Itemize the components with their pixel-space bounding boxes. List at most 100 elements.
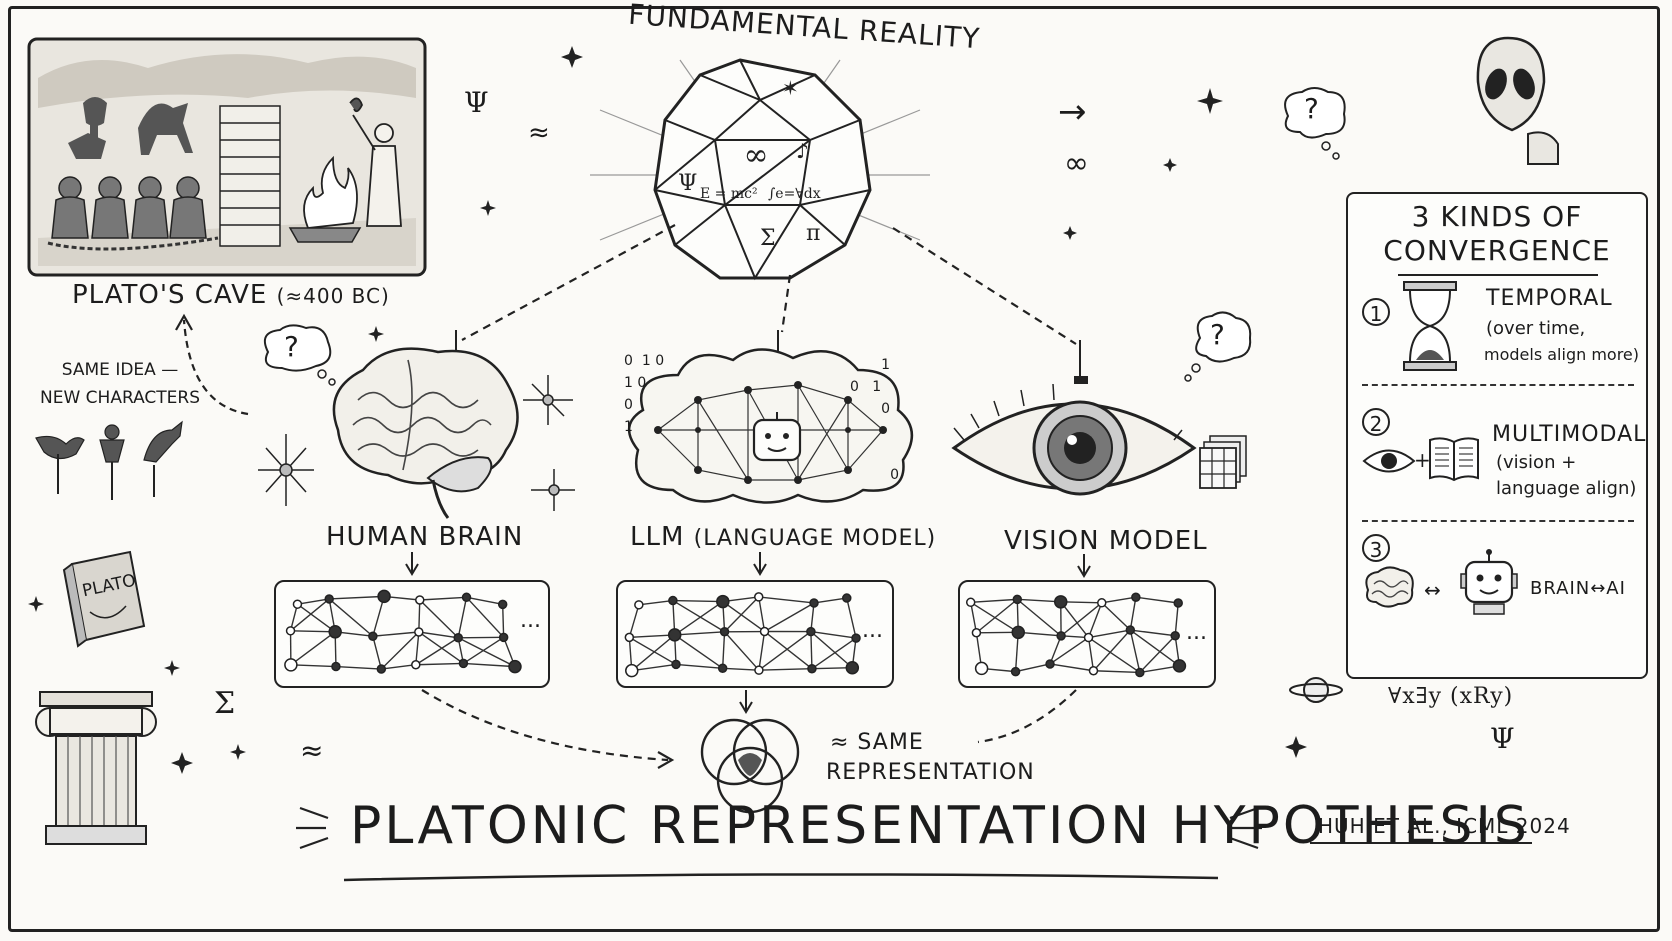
network-edge (466, 596, 503, 606)
reality-polyhedron: ∞ Ψ E = mc² ∫e=∀dx Σ π ♪ ✶ (590, 58, 930, 281)
network-edge (811, 637, 857, 670)
network-edge (810, 631, 813, 669)
network-node (1170, 630, 1180, 641)
llm-label: LLM (LANGUAGE MODEL) (630, 522, 936, 552)
network-edge (758, 668, 812, 671)
question-mark-left: ? (284, 330, 300, 363)
network-node (754, 665, 764, 675)
same-rep-line1: ≈ SAME (830, 730, 924, 755)
brain-network-graph (284, 589, 522, 674)
network-edge (628, 604, 640, 638)
network-node (634, 600, 644, 610)
network-edge (335, 665, 382, 670)
network-node (842, 593, 852, 603)
network-node (1135, 667, 1145, 678)
same-rep-line2: REPRESENTATION (826, 760, 1035, 785)
side-note-line2: NEW CHARACTERS (40, 388, 201, 408)
binary-digit: 0 (655, 353, 665, 369)
infinity-symbol-right: ∞ (1064, 146, 1090, 181)
network-node (328, 625, 342, 639)
network-edge (631, 634, 676, 672)
convergence-title-underline (1398, 274, 1598, 276)
network-edge (628, 636, 677, 666)
cave-caption: PLATO'S CAVE (≈400 BC) (72, 280, 390, 310)
network-node (376, 664, 387, 674)
network-node (498, 632, 509, 643)
network-edge (418, 599, 421, 633)
network-node (497, 599, 508, 610)
network-edge (418, 631, 464, 664)
network-edge (290, 631, 336, 666)
cave-date: (≈400 BC) (276, 284, 390, 308)
binary-digits-left: 0 1 0 1 0 0 1 (624, 350, 694, 438)
network-edge (457, 637, 516, 668)
item-sub-2a: (vision + (1496, 452, 1577, 473)
network-node (851, 633, 861, 643)
binary-digit: 1 (641, 353, 651, 369)
network-edge (1139, 635, 1176, 673)
side-note-line1: SAME IDEA — (61, 360, 179, 380)
network-edge (672, 599, 723, 603)
thought-bubble-right (1184, 311, 1252, 382)
network-node (806, 626, 816, 637)
network-edge (722, 601, 765, 633)
network-node (971, 628, 982, 638)
alien-icon (1476, 36, 1559, 165)
network-edge (1092, 629, 1131, 672)
network-edge (724, 631, 760, 671)
network-node (717, 663, 728, 674)
network-edge (674, 601, 724, 636)
network-node (1097, 598, 1107, 608)
ellipsis-2: ... (862, 618, 883, 643)
network-node (671, 659, 681, 670)
item-sub-1a: (over time, (1486, 318, 1586, 339)
network-node (284, 658, 298, 672)
network-node (1172, 659, 1187, 673)
network-edge (758, 631, 766, 671)
item-title-3: BRAIN↔AI (1530, 578, 1626, 599)
binary-digit: 0 (890, 467, 899, 483)
brain-illustration (332, 330, 519, 519)
network-edge (419, 596, 467, 601)
same-representation-label: ≈ SAME REPRESENTATION (826, 728, 1035, 788)
main-title: PLATONIC REPRESENTATION HYPOTHESIS (350, 796, 1530, 856)
item-number-2: 2 (1362, 408, 1390, 436)
network-edge (465, 596, 505, 638)
network-node (458, 658, 469, 669)
network-node (415, 595, 425, 605)
ellipsis-1: ... (520, 608, 541, 633)
citation-underline (1310, 842, 1532, 844)
network-edge (381, 664, 416, 670)
network-node (1083, 632, 1094, 643)
brain-label: HUMAN BRAIN (326, 522, 524, 552)
question-mark-right: ? (1210, 318, 1226, 351)
network-node (461, 592, 472, 603)
network-node (668, 595, 678, 606)
network-node (807, 663, 817, 674)
approx-symbol-top: ≈ (528, 118, 551, 148)
network-edge (501, 604, 505, 638)
network-edge (758, 596, 815, 604)
network-node (809, 598, 819, 608)
sigma-facet: Σ (760, 226, 776, 251)
network-edge (1129, 597, 1137, 631)
network-node (1173, 598, 1183, 608)
network-edge (457, 597, 468, 638)
logic-formula: ∀x∃y (xRy) (1388, 684, 1514, 709)
network-node (1131, 592, 1141, 602)
network-edge (758, 631, 812, 671)
network-node (716, 594, 730, 609)
shadow-puppets-icon (35, 420, 183, 500)
item-title-1: TEMPORAL (1486, 286, 1613, 311)
vision-label: VISION MODEL (1004, 526, 1208, 556)
network-edge (463, 636, 505, 664)
binary-digit: 0 (881, 401, 891, 417)
eye-camera-illustration (951, 340, 1197, 496)
network-edge (970, 602, 978, 633)
binary-digit: 1 (624, 419, 633, 435)
network-edge (1049, 635, 1062, 665)
ionic-column-icon (35, 691, 157, 845)
binary-digit: 0 (624, 353, 633, 369)
network-edge (810, 602, 815, 632)
